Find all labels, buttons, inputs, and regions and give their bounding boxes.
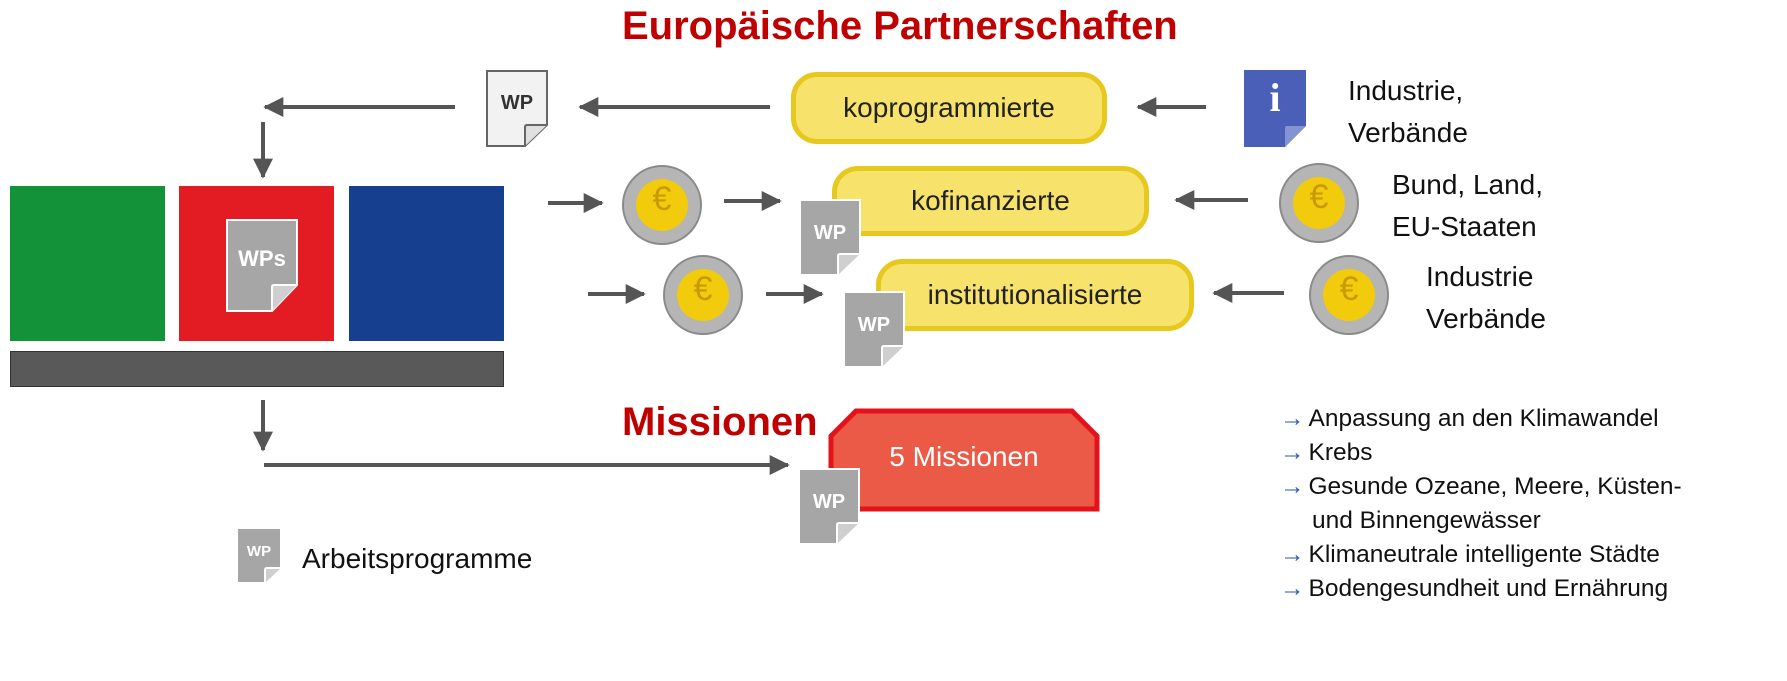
list-item-text: Klimaneutrale intelligente Städte [1308,541,1660,568]
legend-label: Arbeitsprogramme [302,543,533,574]
source-label-line: Industrie, [1348,75,1464,106]
source-label-line: Industrie [1426,261,1534,292]
document-icon [799,199,861,276]
pill-kofinanzierte: kofinanzierte [832,166,1149,236]
missions-box [828,408,1100,512]
euro-sign: € [1339,270,1359,308]
partnerships-title: Europäische Partnerschaften [622,4,1178,48]
arrow-right-icon: → [1280,405,1305,432]
document-icon [486,70,548,147]
source-label-industrie-2: Industrie Verbände [1426,256,1546,340]
document-icon [843,291,905,368]
info-icon-glyph: i [1269,75,1281,120]
wps-label: WPs [238,246,286,271]
list-item: →Gesunde Ozeane, Meere, Küsten- [1280,470,1682,504]
list-item-continuation: und Binnengewässer [1280,504,1682,538]
list-item-text: Anpassung an den Klimawandel [1308,405,1659,432]
pillar-green [10,186,165,341]
wp-label: WP [246,543,272,560]
source-label-line: Verbände [1426,303,1546,334]
euro-coin-icon [663,255,743,335]
euro-coin-icon [1279,163,1359,243]
source-label-line: Verbände [1348,117,1468,148]
euro-sign: € [1309,178,1329,216]
euro-coin-icon [622,165,702,245]
list-item-text: und Binnengewässer [1312,507,1541,534]
list-item-text: Krebs [1308,439,1373,466]
source-label-bund-land: Bund, Land, EU-Staaten [1392,164,1543,248]
arrow-right-icon: → [1280,439,1305,466]
list-item: →Krebs [1280,436,1682,470]
wp-label: WP [857,314,891,336]
list-item: →Anpassung an den Klimawandel [1280,402,1682,436]
pill-koprogrammierte: koprogrammierte [791,72,1107,144]
list-item: →Bodengesundheit und Ernährung [1280,572,1682,606]
wp-label: WP [813,222,847,244]
missions-title: Missionen [622,400,818,444]
missions-list: →Anpassung an den Klimawandel →Krebs →Ge… [1280,402,1682,606]
wp-label: WP [812,491,846,513]
euro-sign: € [652,180,672,218]
source-label-line: Bund, Land, [1392,169,1544,200]
document-icon [226,219,298,312]
euro-coin-icon [1309,255,1389,335]
list-item-text: Bodengesundheit und Ernährung [1308,575,1669,602]
base-bar [10,351,504,387]
euro-sign: € [693,270,713,308]
list-item: →Klimaneutrale intelligente Städte [1280,538,1682,572]
arrow-right-icon: → [1280,575,1305,602]
pillar-blue [349,186,504,341]
missions-box-label: 5 Missionen [889,441,1039,472]
document-icon [798,468,860,545]
info-document-icon [1244,70,1306,147]
wp-label: WP [500,92,534,114]
document-icon [236,527,282,584]
arrow-right-icon: → [1280,541,1305,568]
source-label-industrie-1: Industrie, Verbände [1348,70,1468,154]
list-item-text: Gesunde Ozeane, Meere, Küsten- [1308,473,1682,500]
source-label-line: EU-Staaten [1392,211,1537,242]
arrow-right-icon: → [1280,473,1305,500]
